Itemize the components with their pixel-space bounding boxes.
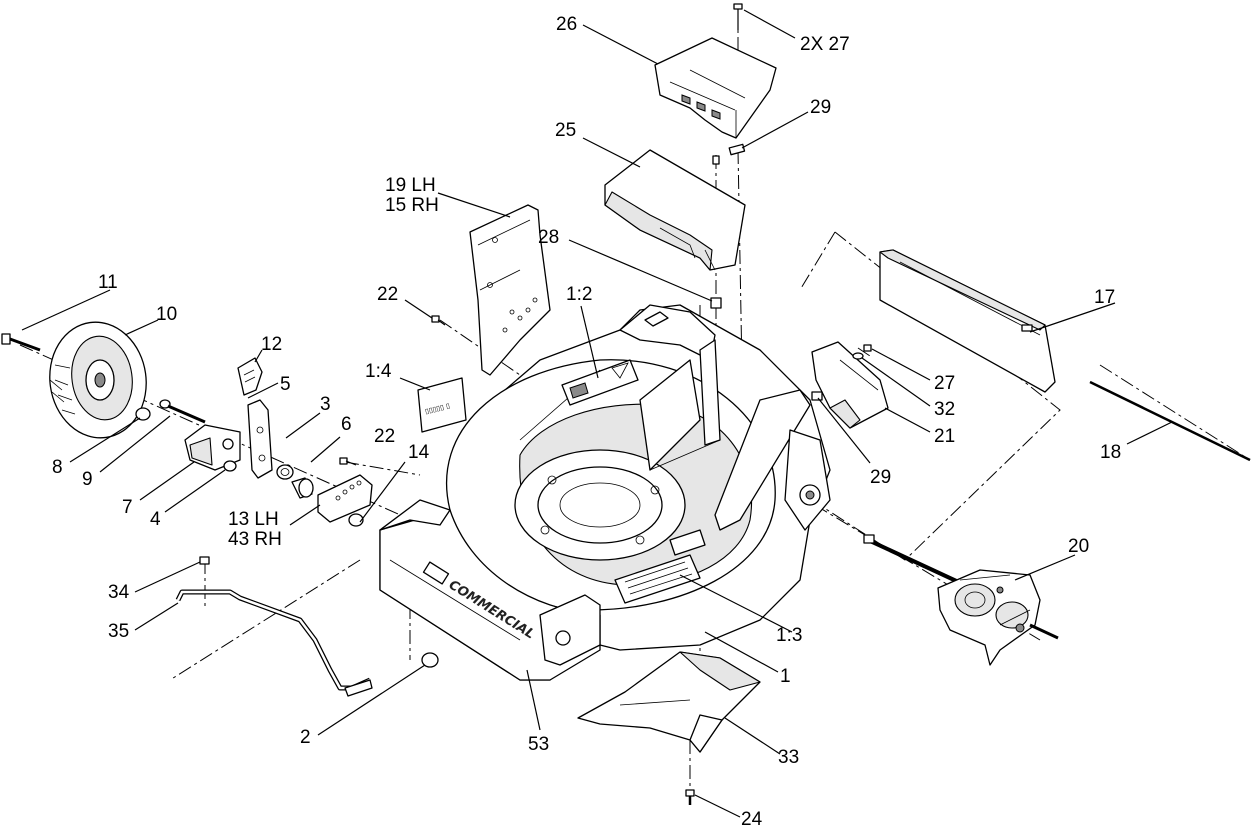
rear-shield-part-17 [879,249,1056,393]
callout-1-4: 1:4 [365,361,392,382]
callout-4: 4 [150,509,161,530]
ring-part-3 [276,464,294,480]
callout-12: 12 [261,334,282,355]
screw-part-22-lower [339,457,357,466]
side-plate-part-19-15 [469,204,551,376]
nut-part-34 [199,556,210,565]
callout-9: 9 [82,469,93,490]
callout-20: 20 [1068,536,1089,557]
deflector-part-33 [577,651,761,753]
callout-21: 21 [934,426,955,447]
callout-2x-27: 2X 27 [800,34,850,55]
transmission-part-20 [863,534,1059,666]
bolt-part-11 [1,333,41,352]
callout-10: 10 [156,304,177,325]
callout-7: 7 [122,497,133,518]
height-lever-part-5 [247,399,273,479]
rod-part-18 [1089,380,1251,462]
callout-25: 25 [555,120,576,141]
wheel-bracket-part-7 [184,424,241,471]
callout-14: 14 [408,442,430,463]
mower-deck-part-1: COMMERCIAL [379,304,831,681]
callout-3: 3 [320,394,331,415]
nut-part-28 [710,297,722,309]
callout-15-rh: 15 RH [385,195,439,216]
screw-part-27-right [863,344,872,352]
nut-part-2 [421,652,439,668]
bushing-part-6 [291,477,314,499]
axle-bolt-part-9 [159,399,206,424]
callout-8: 8 [52,457,63,478]
screw-part-24 [685,789,695,805]
screw-part-27-top [733,3,743,30]
top-cover-part-26 [654,37,777,139]
height-bracket-part-13-43 [317,474,373,523]
callout-1-2: 1:2 [566,284,592,305]
decal-part-1-4: ▯▯▯▯▯ ▯ [417,377,467,433]
washer-part-14 [348,513,364,527]
callout-6: 6 [341,414,352,435]
wheel-part-10 [49,321,147,439]
callout-29-top: 29 [810,97,831,118]
washer-part-32 [852,352,864,360]
callout-2: 2 [300,727,311,748]
callout-43-rh: 43 RH [228,529,282,550]
callout-29-lower: 29 [870,467,891,488]
callout-27-right: 27 [934,373,955,394]
callout-35: 35 [108,621,129,642]
callout-19-lh: 19 LH [385,175,436,196]
callout-22-lower: 22 [374,426,395,447]
clip-part-29-top [728,143,746,156]
rear-cover-part-25 [604,149,746,271]
callout-24: 24 [741,809,763,830]
callout-33: 33 [778,747,799,768]
screw-part-22-upper [431,315,446,326]
callout-34: 34 [108,582,130,603]
rod-part-35 [175,589,373,697]
clip-part-29-lower [811,391,823,401]
callout-labels: 26 2X 27 29 25 19 LH 15 RH 28 22 1:2 17 … [52,14,1121,830]
callout-22-upper: 22 [377,284,398,305]
callout-1-3: 1:3 [776,625,802,646]
callout-11: 11 [98,272,118,293]
callout-17: 17 [1094,287,1115,308]
callout-1: 1 [780,666,791,687]
height-knob-part-12 [237,357,263,396]
callout-13-lh: 13 LH [228,509,279,530]
nut-part-4 [223,460,237,472]
callout-26: 26 [556,14,577,35]
callout-32: 32 [934,399,955,420]
callout-5: 5 [280,374,291,395]
callout-53: 53 [528,734,549,755]
callout-18: 18 [1100,442,1121,463]
mulch-plug-part-21 [811,341,889,429]
callout-28: 28 [538,227,559,248]
bushing-part-8 [135,407,151,421]
leader-lines [21,9,1173,818]
